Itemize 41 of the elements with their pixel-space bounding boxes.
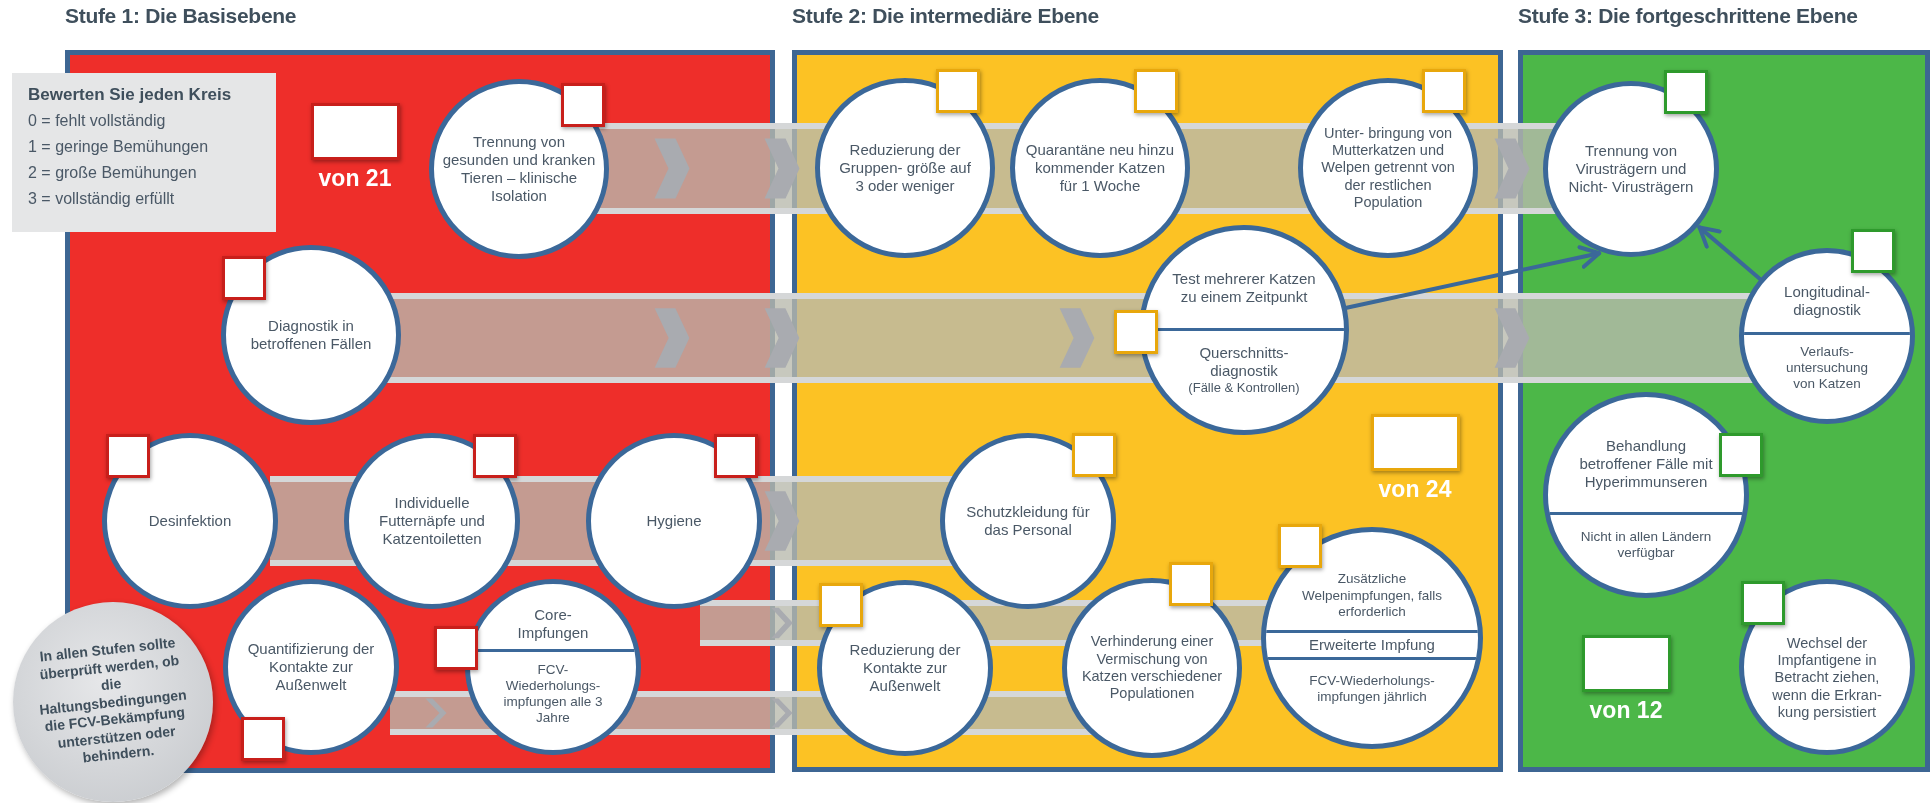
circle-text: FCV-Wiederholungs- impfungen jährlich <box>1308 672 1436 705</box>
panel-title: Stufe 1: Die Basisebene <box>65 4 297 28</box>
circle-text: Erweiterte Impfung <box>1309 635 1435 654</box>
rating-key-heading: Bewerten Sie jeden Kreis <box>28 85 233 105</box>
circle-text: Wechsel der Impfantigene in Betracht ziehen, wenn die Erkran- kung persistiert <box>1771 634 1883 722</box>
circle-text: Quarantäne neu hinzu kommender Katzen für 1 Woche <box>1025 141 1175 195</box>
circle-text: Unter- bringung von Mutterkatzen und Welpen getrennt von der restlichen Population <box>1320 124 1456 212</box>
circle-text: Hygiene <box>646 512 702 530</box>
circle-text: Behandlung betroffener Fälle mit Hyperimmunseren <box>1578 436 1714 491</box>
circle-text: Trennung von Virusträgern und Nicht- Virusträgern <box>1567 142 1695 196</box>
circle-text: Test mehrerer Katzen zu einem Zeitpunkt <box>1171 270 1317 307</box>
circle-text: Individuelle Futternäpfe und Katzentoiletten <box>378 494 486 548</box>
circle-text: Querschnitts- diagnostik <box>1198 343 1290 380</box>
score-label: von 12 <box>1589 697 1663 724</box>
arrow <box>1344 245 1602 310</box>
circle-text: Verhinderung einer Vermischung von Katzen verschiedener Populationen <box>1080 633 1224 703</box>
circle-text: Nicht in allen Ländern verfügbar <box>1579 529 1713 562</box>
circle-text: Longitudinal- diagnostik <box>1783 283 1871 320</box>
circle-text: FCV- Wiederholungs- impfungen alle 3 Jahre <box>502 661 604 727</box>
circle-text: Trennung von gesunden und kranken Tieren – klinische Isolation <box>442 133 596 205</box>
score-label: von 24 <box>1378 476 1452 503</box>
panel-title: Stufe 2: Die intermediäre Ebene <box>792 4 1099 28</box>
rating-key-text: 2 = große Bemühungen <box>28 163 198 183</box>
arrow <box>1697 225 1762 281</box>
circle-text: Reduzierung der Kontakte zur Außenwelt <box>848 641 962 695</box>
rating-key-text: 3 = vollständig erfüllt <box>28 189 176 209</box>
circle-text: Zusätzliche Welpenimpfungen, falls erforderlich <box>1300 571 1444 621</box>
circle-text: Core- Impfungen <box>516 605 590 642</box>
circle-text: Quantifizierung der Kontakte zur Außenwelt <box>246 640 376 694</box>
circle-text: Reduzierung der Gruppen- größe auf 3 oder weniger <box>838 141 972 195</box>
circle-text: Schutzkleidung für das Personal <box>965 503 1091 539</box>
circle-text: Verlaufs- untersuchung von Katzen <box>1785 343 1869 393</box>
score-label: von 21 <box>318 165 392 192</box>
circle-text: Diagnostik in betroffenen Fällen <box>249 317 373 353</box>
rating-key-text: 0 = fehlt vollständig <box>28 111 167 131</box>
rating-key-text: 1 = geringe Bemühungen <box>28 137 210 157</box>
note-text: In allen Stufen sollte überprüft werden, ob die Haltungsbedingungen die FCV-Bekämpfung unterstützen oder behindern. <box>37 633 189 768</box>
rating-key-box <box>12 73 276 232</box>
panel-title: Stufe 3: Die fortgeschrittene Ebene <box>1518 4 1858 28</box>
circle-text: (Fälle & Kontrollen) <box>1188 379 1300 396</box>
circle-text: Desinfektion <box>148 512 232 530</box>
